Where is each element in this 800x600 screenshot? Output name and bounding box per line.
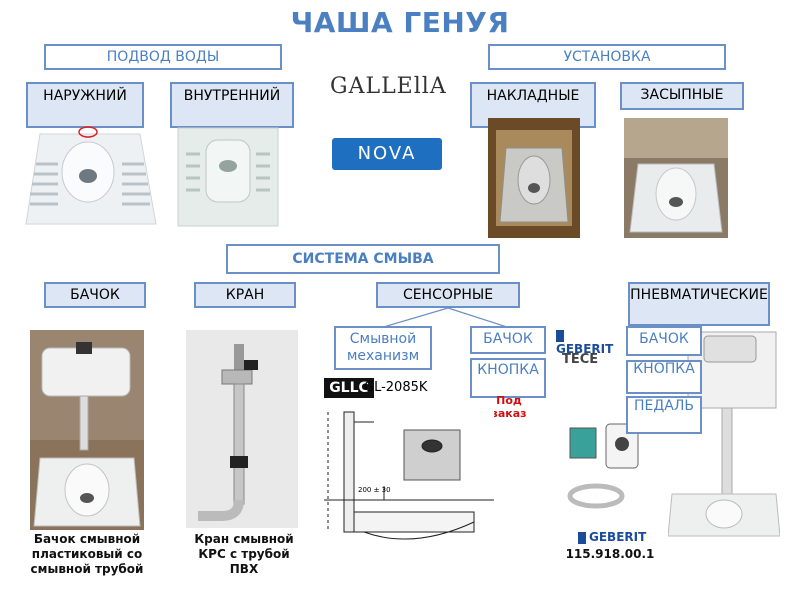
sensor-tank-label: БАЧОК [470, 326, 546, 354]
tap-caption: Кран смывной КРС с трубой ПВХ [194, 532, 294, 576]
geberit-logo-top: GEBERIT [556, 328, 616, 356]
nova-logo: NOVA [332, 138, 442, 170]
backfill-toilet-image [624, 118, 728, 238]
geberit-logo-bottom: GEBERIT [578, 530, 646, 544]
sensor-branch-arrows [379, 307, 511, 329]
overlay-toilet-image [488, 118, 580, 238]
tank-caption: Бачок смывной пластиковый со смывной тру… [30, 532, 144, 576]
pneumatic-system-image [667, 330, 781, 540]
label-external: НАРУЖНИЙ [26, 82, 144, 128]
sensor-install-diagram: 200 ± 30 [324, 402, 494, 542]
flush-pneumatic-header: ПНЕВМАТИЧЕСКИЕ [628, 282, 770, 326]
internal-toilet-image [176, 124, 280, 230]
page-title: ЧАША ГЕНУЯ [290, 6, 510, 39]
sensor-mechanism-label: Смывной механизм [334, 326, 432, 370]
pneumatic-button-label: КНОПКА [626, 360, 702, 394]
gllc-logo: GLLC [324, 378, 374, 398]
tece-logo: TECE [562, 352, 599, 367]
flush-tank-header: БАЧОК [44, 282, 146, 308]
gllc-model: GL-2085K [364, 380, 428, 395]
section-installation: УСТАНОВКА [488, 44, 726, 70]
sensor-button-label: КНОПКА [470, 358, 546, 398]
label-backfill: ЗАСЫПНЫЕ [620, 82, 744, 110]
flush-tap-header: КРАН [194, 282, 296, 308]
pneumatic-tank-label: БАЧОК [626, 326, 702, 356]
section-water-supply: ПОДВОД ВОДЫ [44, 44, 282, 70]
section-flush-system: СИСТЕМА СМЫВА [226, 244, 500, 274]
external-toilet-image [22, 124, 158, 230]
tap-image [186, 330, 298, 528]
geberit-sensor-kit-image [566, 420, 640, 530]
flush-sensor-header: СЕНСОРНЫЕ [376, 282, 520, 308]
on-order-note: Под заказ [491, 394, 527, 420]
gallella-logo: GALLEllA [330, 74, 447, 99]
svg-text:200 ± 30: 200 ± 30 [358, 486, 391, 494]
geberit-code: 115.918.00.1 [565, 547, 655, 561]
tank-toilet-image [30, 330, 144, 530]
label-internal: ВНУТРЕННИЙ [170, 82, 294, 128]
pneumatic-pedal-label: ПЕДАЛЬ [626, 396, 702, 434]
